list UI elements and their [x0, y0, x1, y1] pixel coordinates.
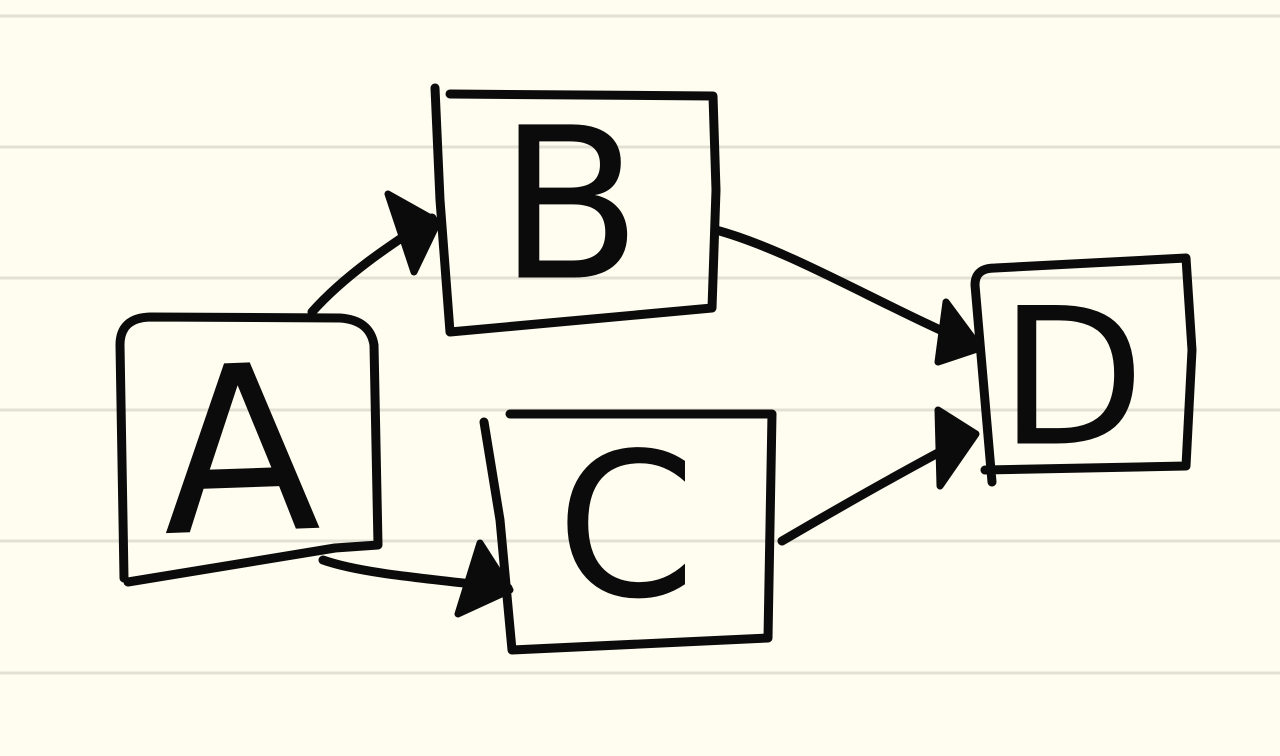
node-c: C [479, 409, 777, 655]
node-b: B [430, 83, 721, 337]
node-c-label: C [556, 411, 696, 644]
edge-b-d [711, 225, 984, 366]
edge-c-d [777, 406, 980, 546]
node-d-box [970, 253, 1197, 487]
node-d: D [970, 253, 1197, 489]
node-c-box [479, 409, 777, 655]
node-d-label: D [999, 268, 1145, 489]
node-b-box [430, 83, 721, 337]
node-a-box [115, 312, 383, 587]
node-b-label: B [498, 83, 642, 328]
node-a-label: A [157, 316, 324, 588]
node-a: A [115, 312, 383, 588]
edge-a-c [318, 539, 514, 618]
ruled-lines [0, 14, 1280, 675]
edge-a-b [307, 190, 442, 317]
